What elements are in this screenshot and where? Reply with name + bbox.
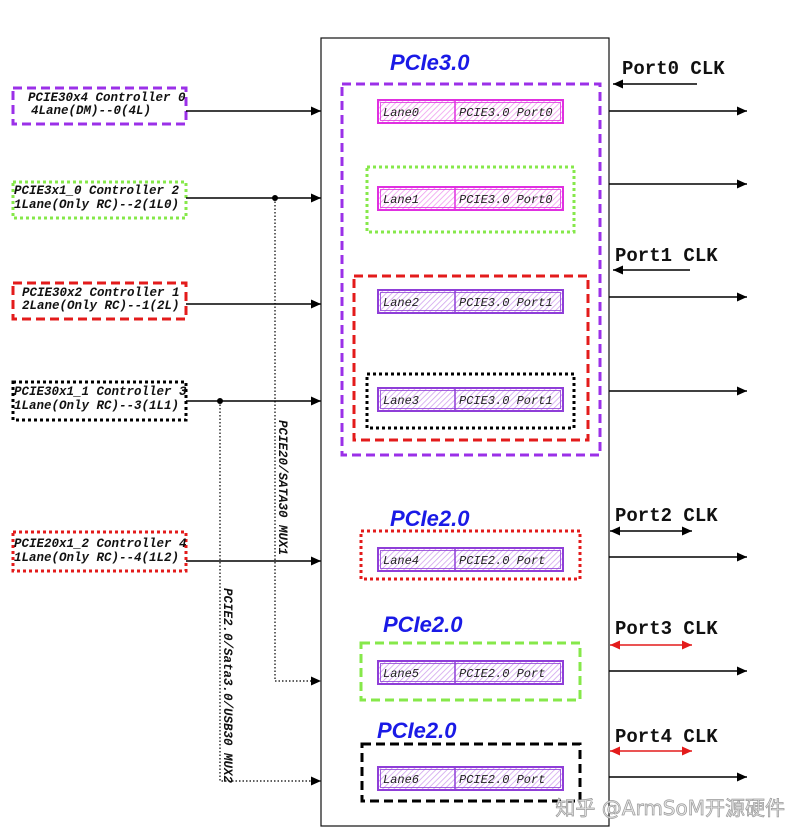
controller-3-lanes: 1Lane(Only RC)--3(1L1) <box>14 399 179 413</box>
lane-5-port: PCIE2.0 Port <box>459 667 545 681</box>
lane-0-frame <box>377 99 564 124</box>
lane-2-frame <box>377 289 564 314</box>
lane-0-inner-frame <box>380 102 561 121</box>
lane-1-label: Lane1 <box>383 193 419 207</box>
lane-6-port: PCIE2.0 Port <box>459 773 545 787</box>
lane-2-port: PCIE3.0 Port1 <box>459 296 553 310</box>
lane-1-group-frame <box>365 165 576 234</box>
lane-3-frame <box>377 387 564 412</box>
lane-3-group-frame <box>365 372 576 430</box>
lane-2: Lane2 PCIE3.0 Port1 <box>377 289 564 314</box>
port0-clk-label: Port0 CLK <box>622 58 725 80</box>
controller-2-lanes: 1Lane(Only RC)--2(1L0) <box>14 198 179 212</box>
lane-4: Lane4 PCIE2.0 Port <box>377 547 564 572</box>
controller-2: PCIE3x1_0 Controller 2 1Lane(Only RC)--2… <box>11 180 188 220</box>
lane-4-frame <box>377 547 564 572</box>
pcie2-heading-lane5: PCIe2.0 <box>383 612 463 637</box>
controller-2-frame <box>11 180 188 220</box>
controller-1-lanes: 2Lane(Only RC)--1(2L) <box>22 299 180 313</box>
controller-1: PCIE30x2 Controller 1 2Lane(Only RC)--1(… <box>11 281 188 321</box>
lane-5: Lane5 PCIE2.0 Port <box>377 660 564 685</box>
port4-clk-label: Port4 CLK <box>615 726 718 748</box>
controller-0-frame <box>11 86 188 126</box>
lane-3-inner-frame <box>380 390 561 409</box>
lane-6-inner-frame <box>380 769 561 788</box>
pcie2-heading-lane6: PCIe2.0 <box>377 718 457 743</box>
mux2-label: PCIE2.0/Sata3.0/USB30 MUX2 <box>220 588 234 784</box>
port1-x2-group-frame <box>352 274 590 442</box>
lane-2-inner-frame <box>380 292 561 311</box>
lane-1: Lane1 PCIE3.0 Port0 <box>377 186 564 211</box>
controller-1-name: PCIE30x2 Controller 1 <box>22 286 180 300</box>
lane-3-port: PCIE3.0 Port1 <box>459 394 553 408</box>
controller-3: PCIE30x1_1 Controller 3 1Lane(Only RC)--… <box>11 380 188 422</box>
pcie2-heading-lane4: PCIe2.0 <box>390 506 470 531</box>
lane-5-label: Lane5 <box>383 667 419 681</box>
controller-1-frame <box>11 281 188 321</box>
lane-4-group-frame <box>359 529 582 581</box>
lane-4-port: PCIE2.0 Port <box>459 554 545 568</box>
pcie3-x4-group-frame <box>340 82 602 457</box>
lane-6-frame <box>377 766 564 791</box>
soc-block <box>320 37 610 827</box>
controller-4-name: PCIE20x1_2 Controller 4 <box>14 537 187 551</box>
lane-1-frame <box>377 186 564 211</box>
mux1-dotted-route <box>274 198 321 686</box>
lane-0-port: PCIE3.0 Port0 <box>459 106 553 120</box>
lane-4-inner-frame <box>380 550 561 569</box>
lane-1-port: PCIE3.0 Port0 <box>459 193 553 207</box>
lane-5-group-frame <box>359 641 582 702</box>
controller-3-name: PCIE30x1_1 Controller 3 <box>14 385 187 399</box>
watermark: 知乎 @ArmSoM开源硬件 <box>555 796 785 820</box>
mux2-dotted-route <box>219 401 321 786</box>
port3-clk-label: Port3 CLK <box>615 618 718 640</box>
lane-2-label: Lane2 <box>383 296 419 310</box>
controller-0-lanes: 4Lane(DM)--0(4L) <box>31 104 151 118</box>
controller-0: PCIE30x4 Controller 0 4Lane(DM)--0(4L) <box>11 86 188 126</box>
controller-4-lanes: 1Lane(Only RC)--4(1L2) <box>14 551 179 565</box>
lane-6-label: Lane6 <box>383 773 419 787</box>
port2-clk-label: Port2 CLK <box>615 505 718 527</box>
port1-clk-label: Port1 CLK <box>615 245 718 267</box>
lane-5-frame <box>377 660 564 685</box>
controller-4: PCIE20x1_2 Controller 4 1Lane(Only RC)--… <box>11 530 188 573</box>
lane-5-inner-frame <box>380 663 561 682</box>
lane-6-group-frame <box>360 742 582 803</box>
lane-0: Lane0 PCIE3.0 Port0 <box>377 99 564 124</box>
pcie3-heading: PCIe3.0 <box>390 50 470 75</box>
lane-4-label: Lane4 <box>383 554 419 568</box>
lane-3-label: Lane3 <box>383 394 419 408</box>
controller-2-name: PCIE3x1_0 Controller 2 <box>14 184 180 198</box>
lane-6: Lane6 PCIE2.0 Port <box>377 766 564 791</box>
mux1-label: PCIE20/SATA30 MUX1 <box>275 420 289 555</box>
lane-0-label: Lane0 <box>383 106 419 120</box>
controller-0-name: PCIE30x4 Controller 0 <box>28 91 186 105</box>
controller-4-frame <box>11 530 188 573</box>
lane-3: Lane3 PCIE3.0 Port1 <box>377 387 564 412</box>
lane-1-inner-frame <box>380 189 561 208</box>
